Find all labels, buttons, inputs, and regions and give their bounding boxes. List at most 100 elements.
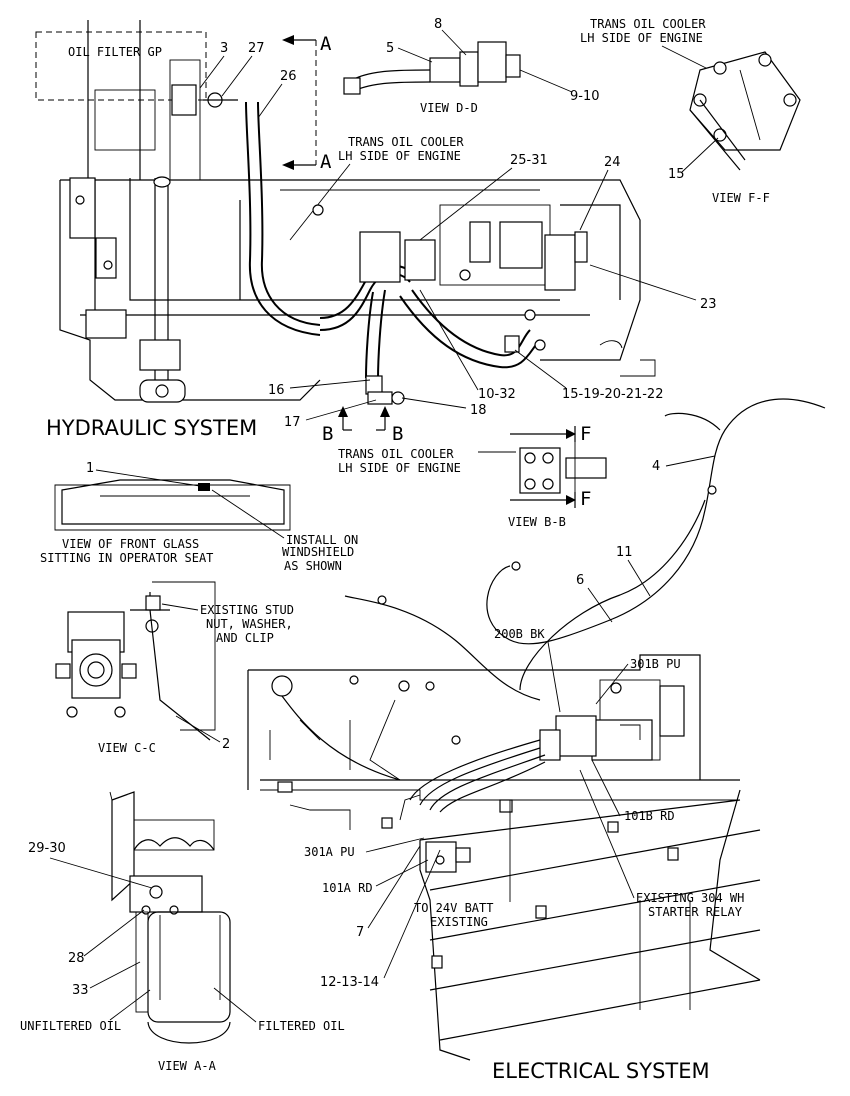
leader-17 [305,399,377,421]
callout-5: 5 [386,41,394,56]
leader-301b [595,663,629,705]
leader-filtered [213,987,257,1023]
section-b-left: B [322,423,333,445]
electrical-system-title: ELECTRICAL SYSTEM [492,1059,710,1083]
leader-2 [175,715,221,743]
section-a-markers [282,35,317,170]
leader-24 [579,169,609,231]
leader-starter [579,769,635,899]
view-ff-label: VIEW F-F [712,191,770,205]
front-glass-drawing [54,479,291,531]
leader-11 [627,559,651,597]
note-trans-cooler-ff-2: LH SIDE OF ENGINE [580,31,703,45]
electrical-engine-drawing [247,654,761,1061]
callout-23: 23 [700,297,717,312]
note-batt-2: EXISTING [430,915,488,929]
leader-101a [375,859,429,887]
note-filtered-oil: FILTERED OIL [258,1019,345,1033]
note-install-1: INSTALL ON [286,533,358,547]
note-trans-cooler-main-2: LH SIDE OF ENGINE [338,149,461,163]
wire-101a-rd: 101A RD [322,881,373,895]
section-a-top: A [320,33,332,55]
wire-200b-bk: 200B BK [494,627,545,641]
leader-301a [365,837,425,853]
leader-stud [161,603,199,611]
note-install-3: AS SHOWN [284,559,342,573]
view-aa-filter-drawing [109,791,231,1044]
leader-28 [83,909,145,957]
view-cc-relay-drawing [55,581,216,741]
leader-15-22 [514,349,567,389]
callout-6: 6 [576,573,584,588]
callout-1: 1 [86,461,94,476]
leader-5 [397,47,433,63]
callout-2: 2 [222,737,230,752]
view-aa-label: VIEW A-A [158,1059,217,1073]
leader-main-cooler [289,163,351,241]
leader-18 [401,397,467,409]
callout-27: 27 [248,41,265,56]
oil-filter-gp-label: OIL FILTER GP [68,45,162,59]
callout-29-30: 29-30 [28,841,66,856]
note-unfiltered-oil: UNFILTERED OIL [20,1019,121,1033]
leader-29-30 [49,857,153,889]
leader-9-10 [519,69,573,93]
section-b-markers [338,406,390,431]
callout-11: 11 [616,545,633,560]
view-dd-label: VIEW D-D [420,101,478,115]
note-starter-2: STARTER RELAY [648,905,743,919]
note-batt-1: TO 24V BATT [414,901,493,915]
hydraulic-system-title: HYDRAULIC SYSTEM [46,416,257,440]
callout-15-ff: 15 [668,167,685,182]
section-f-top: F [580,423,591,445]
view-bb-label: VIEW B-B [508,515,566,529]
callout-18: 18 [470,403,487,418]
leader-16 [289,379,371,389]
note-stud-2: NUT, WASHER, [206,617,293,631]
note-trans-cooler-ff-1: TRANS OIL COOLER [590,17,706,31]
note-front-glass-2: SITTING IN OPERATOR SEAT [40,551,213,565]
note-install-2: WINDSHIELD [282,545,354,559]
callout-26: 26 [280,69,297,84]
leader-4 [665,455,716,467]
callout-4: 4 [652,459,660,474]
leader-8 [441,29,467,56]
leader-25-31 [419,167,513,241]
leader-unfiltered [109,989,151,1021]
section-b-right: B [392,423,403,445]
view-bb-drawing [510,426,607,508]
leader-6 [587,587,613,623]
callout-15-19-20-21-22: 15-19-20-21-22 [562,387,663,402]
callout-28: 28 [68,951,85,966]
callout-10-32: 10-32 [478,387,516,402]
view-ff-cooler-drawing [689,51,801,171]
note-trans-cooler-main-1: TRANS OIL COOLER [348,135,464,149]
leader-27 [221,55,253,97]
wire-301a-pu: 301A PU [304,845,355,859]
leader-3 [199,55,225,89]
leader-15-ff [681,137,719,173]
leader-12-14 [383,849,441,979]
callout-33: 33 [72,983,89,998]
leader-200b [547,641,561,713]
leader-1 [95,469,201,487]
callout-24: 24 [604,155,621,170]
leader-7 [367,845,421,929]
note-front-glass-1: VIEW OF FRONT GLASS [62,537,199,551]
callout-9-10: 9-10 [570,89,600,104]
callout-17: 17 [284,415,301,430]
wire-101b-rd: 101B RD [624,809,675,823]
leader-10-32 [419,289,479,391]
harness-routing [344,398,826,701]
section-a-bottom: A [320,151,332,173]
view-dd-fitting-drawing [343,41,521,95]
note-trans-cooler-bb-1: TRANS OIL COOLER [338,447,454,461]
note-trans-cooler-bb-2: LH SIDE OF ENGINE [338,461,461,475]
leader-33 [89,961,141,989]
note-starter-1: EXISTING 304 WH [636,891,744,905]
hydraulic-engine-drawing [59,176,656,405]
note-stud-1: EXISTING STUD [200,603,294,617]
leader-26 [257,83,283,119]
callout-8: 8 [434,17,442,32]
